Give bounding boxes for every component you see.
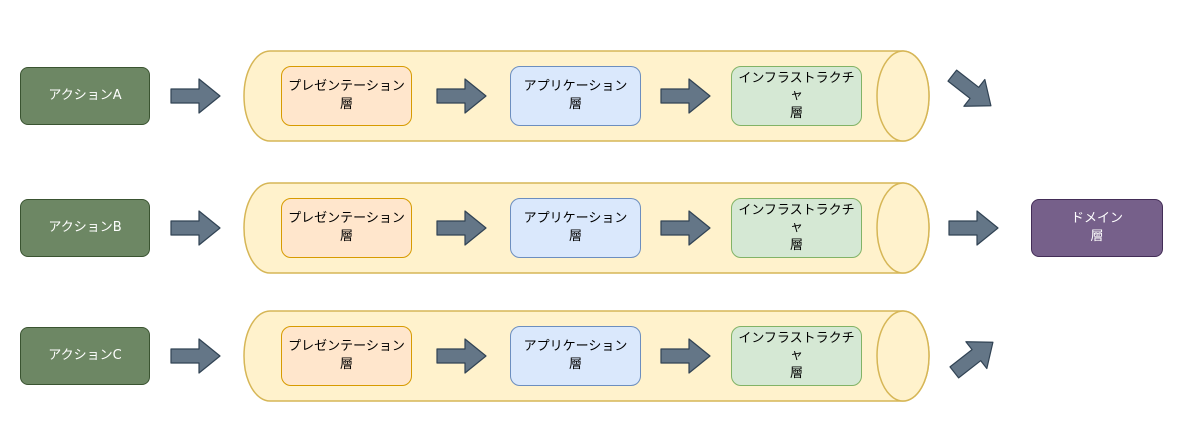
arrow-right-icon (436, 210, 487, 246)
arrow-right-icon (948, 210, 999, 246)
presentation-layer-label-line1: プレゼンテーション (288, 339, 405, 355)
application-layer-node: アプリケーション 層 (510, 198, 641, 258)
arrow-right-icon (660, 78, 711, 114)
presentation-layer-node: プレゼンテーション 層 (281, 326, 412, 386)
infrastructure-layer-label-line2: 層 (789, 237, 803, 253)
infrastructure-layer-label-line2: 層 (789, 365, 803, 381)
domain-layer-node: ドメイン 層 (1031, 199, 1163, 257)
arrow-right-icon (170, 210, 221, 246)
pipeline-row-c: アクションC プレゼンテーション 層 アプリケーション 層 インフラストラクチャ… (0, 310, 1200, 402)
action-c-label: アクションC (48, 348, 122, 364)
application-layer-node: アプリケーション 層 (510, 66, 641, 126)
domain-layer-label-line1: ドメイン (1070, 211, 1123, 227)
arrow-right-icon (436, 338, 487, 374)
application-layer-label-line1: アプリケーション (523, 339, 628, 355)
infrastructure-layer-node: インフラストラクチャ 層 (731, 66, 862, 126)
presentation-layer-label-line1: プレゼンテーション (288, 79, 405, 95)
action-c-node: アクションC (20, 327, 150, 385)
application-layer-label-line2: 層 (568, 357, 582, 372)
arrow-right-icon (660, 338, 711, 374)
pipeline-row-a: アクションA プレゼンテーション 層 アプリケーション 層 インフラストラクチャ… (0, 50, 1200, 142)
presentation-layer-label-line1: プレゼンテーション (288, 211, 405, 227)
infrastructure-layer-node: インフラストラクチャ 層 (731, 326, 862, 386)
application-layer-label-line2: 層 (568, 97, 582, 112)
action-b-label: アクションB (48, 220, 122, 236)
presentation-layer-node: プレゼンテーション 層 (281, 66, 412, 126)
infrastructure-layer-label-line2: 層 (789, 105, 803, 121)
presentation-layer-node: プレゼンテーション 層 (281, 198, 412, 258)
presentation-layer-label-line2: 層 (339, 97, 353, 112)
action-a-label: アクションA (48, 88, 122, 104)
infrastructure-layer-label-line1: インフラストラクチャ (738, 202, 855, 236)
arrow-right-icon (436, 78, 487, 114)
action-b-node: アクションB (20, 199, 150, 257)
pipeline-row-b: アクションB プレゼンテーション 層 アプリケーション 層 インフラストラクチャ… (0, 182, 1200, 274)
arrow-right-icon (170, 338, 221, 374)
arrow-down-right-icon (947, 69, 992, 107)
infrastructure-layer-label-line1: インフラストラクチャ (738, 70, 855, 104)
application-layer-label-line2: 層 (568, 229, 582, 244)
action-a-node: アクションA (20, 67, 150, 125)
application-layer-label-line1: アプリケーション (523, 79, 628, 95)
application-layer-node: アプリケーション 層 (510, 326, 641, 386)
arrow-up-right-icon (949, 341, 994, 379)
infrastructure-layer-label-line1: インフラストラクチャ (738, 330, 855, 364)
infrastructure-layer-node: インフラストラクチャ 層 (731, 198, 862, 258)
arrow-right-icon (660, 210, 711, 246)
presentation-layer-label-line2: 層 (339, 357, 353, 372)
domain-layer-label-line2: 層 (1090, 229, 1104, 244)
application-layer-label-line1: アプリケーション (523, 211, 628, 227)
presentation-layer-label-line2: 層 (339, 229, 353, 244)
arrow-right-icon (170, 78, 221, 114)
